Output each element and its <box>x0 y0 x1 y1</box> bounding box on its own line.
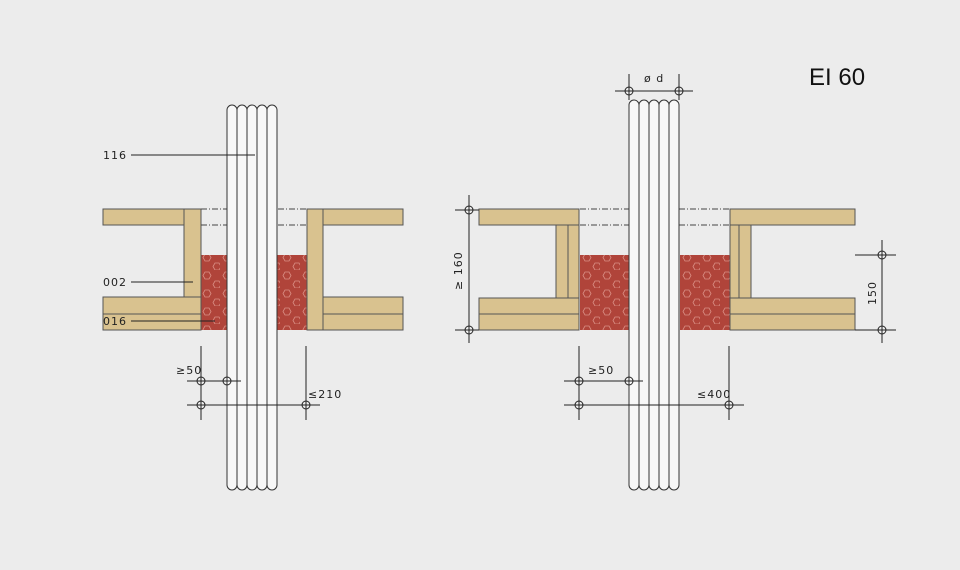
bottom-board-left-d <box>322 313 404 331</box>
bottom-board-right-a <box>478 297 580 315</box>
callout-116: 116 <box>103 149 127 162</box>
bottom-board-right-d <box>729 313 856 331</box>
callout-016: 016 <box>103 315 127 328</box>
bottom-board-right-c <box>729 297 856 315</box>
dim-min-gap-left: ≥50 <box>176 364 202 377</box>
stud-right-d <box>738 224 752 299</box>
top-board-right-b <box>729 208 856 226</box>
right-detail: ø d ≥50 ≤400 ≥ 160 150 <box>452 72 896 491</box>
stud-right-b <box>567 224 580 299</box>
dim-seal-depth: 150 <box>866 281 879 305</box>
fire-rating-title: EI 60 <box>809 64 865 91</box>
bottom-board-left-c <box>322 296 404 315</box>
cable-bundle-left <box>226 104 278 491</box>
left-detail: 116 002 016 ≥50 ≤210 <box>102 104 404 491</box>
bottom-board-left-a <box>102 296 202 315</box>
dim-diameter: ø d <box>644 72 664 85</box>
top-board-right-a <box>478 208 580 226</box>
stud-right-a <box>555 224 569 299</box>
dim-min-gap-right: ≥50 <box>588 364 614 377</box>
frame-left-b <box>306 208 324 331</box>
bottom-board-left-b <box>102 313 202 331</box>
bottom-board-right-b <box>478 313 580 331</box>
stud-right-c <box>729 224 740 299</box>
callout-002: 002 <box>103 276 127 289</box>
dim-max-width-left: ≤210 <box>308 388 342 401</box>
dim-wall-thickness: ≥ 160 <box>452 251 465 290</box>
cable-bundle-right <box>628 99 680 491</box>
dim-max-width-right: ≤400 <box>697 388 731 401</box>
